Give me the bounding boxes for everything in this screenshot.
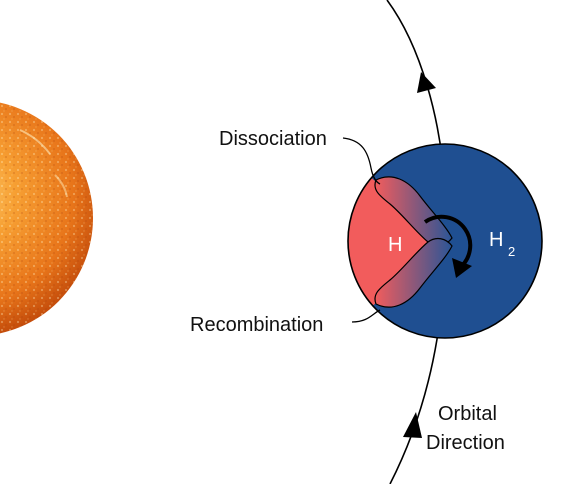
orbital-direction-label-line2: Direction bbox=[426, 432, 505, 454]
recombination-flow bbox=[374, 237, 453, 308]
orbit-arrow-upper bbox=[417, 72, 436, 93]
day-side-region bbox=[348, 175, 445, 310]
planet: H H 2 bbox=[347, 143, 543, 339]
star bbox=[0, 102, 93, 334]
rotation-arrow-icon bbox=[423, 214, 473, 271]
atomic-hydrogen-label: H bbox=[388, 234, 402, 256]
molecular-hydrogen-subscript: 2 bbox=[508, 244, 515, 259]
dissociation-label: Dissociation bbox=[219, 128, 327, 150]
recombination-leader-line bbox=[351, 309, 381, 323]
dissociation-leader-line bbox=[342, 137, 381, 185]
molecular-hydrogen-label: H bbox=[489, 229, 503, 251]
recombination-label: Recombination bbox=[190, 314, 323, 336]
orbit-arrow-lower bbox=[403, 412, 422, 438]
orbital-direction-label-line1: Orbital bbox=[438, 403, 497, 425]
